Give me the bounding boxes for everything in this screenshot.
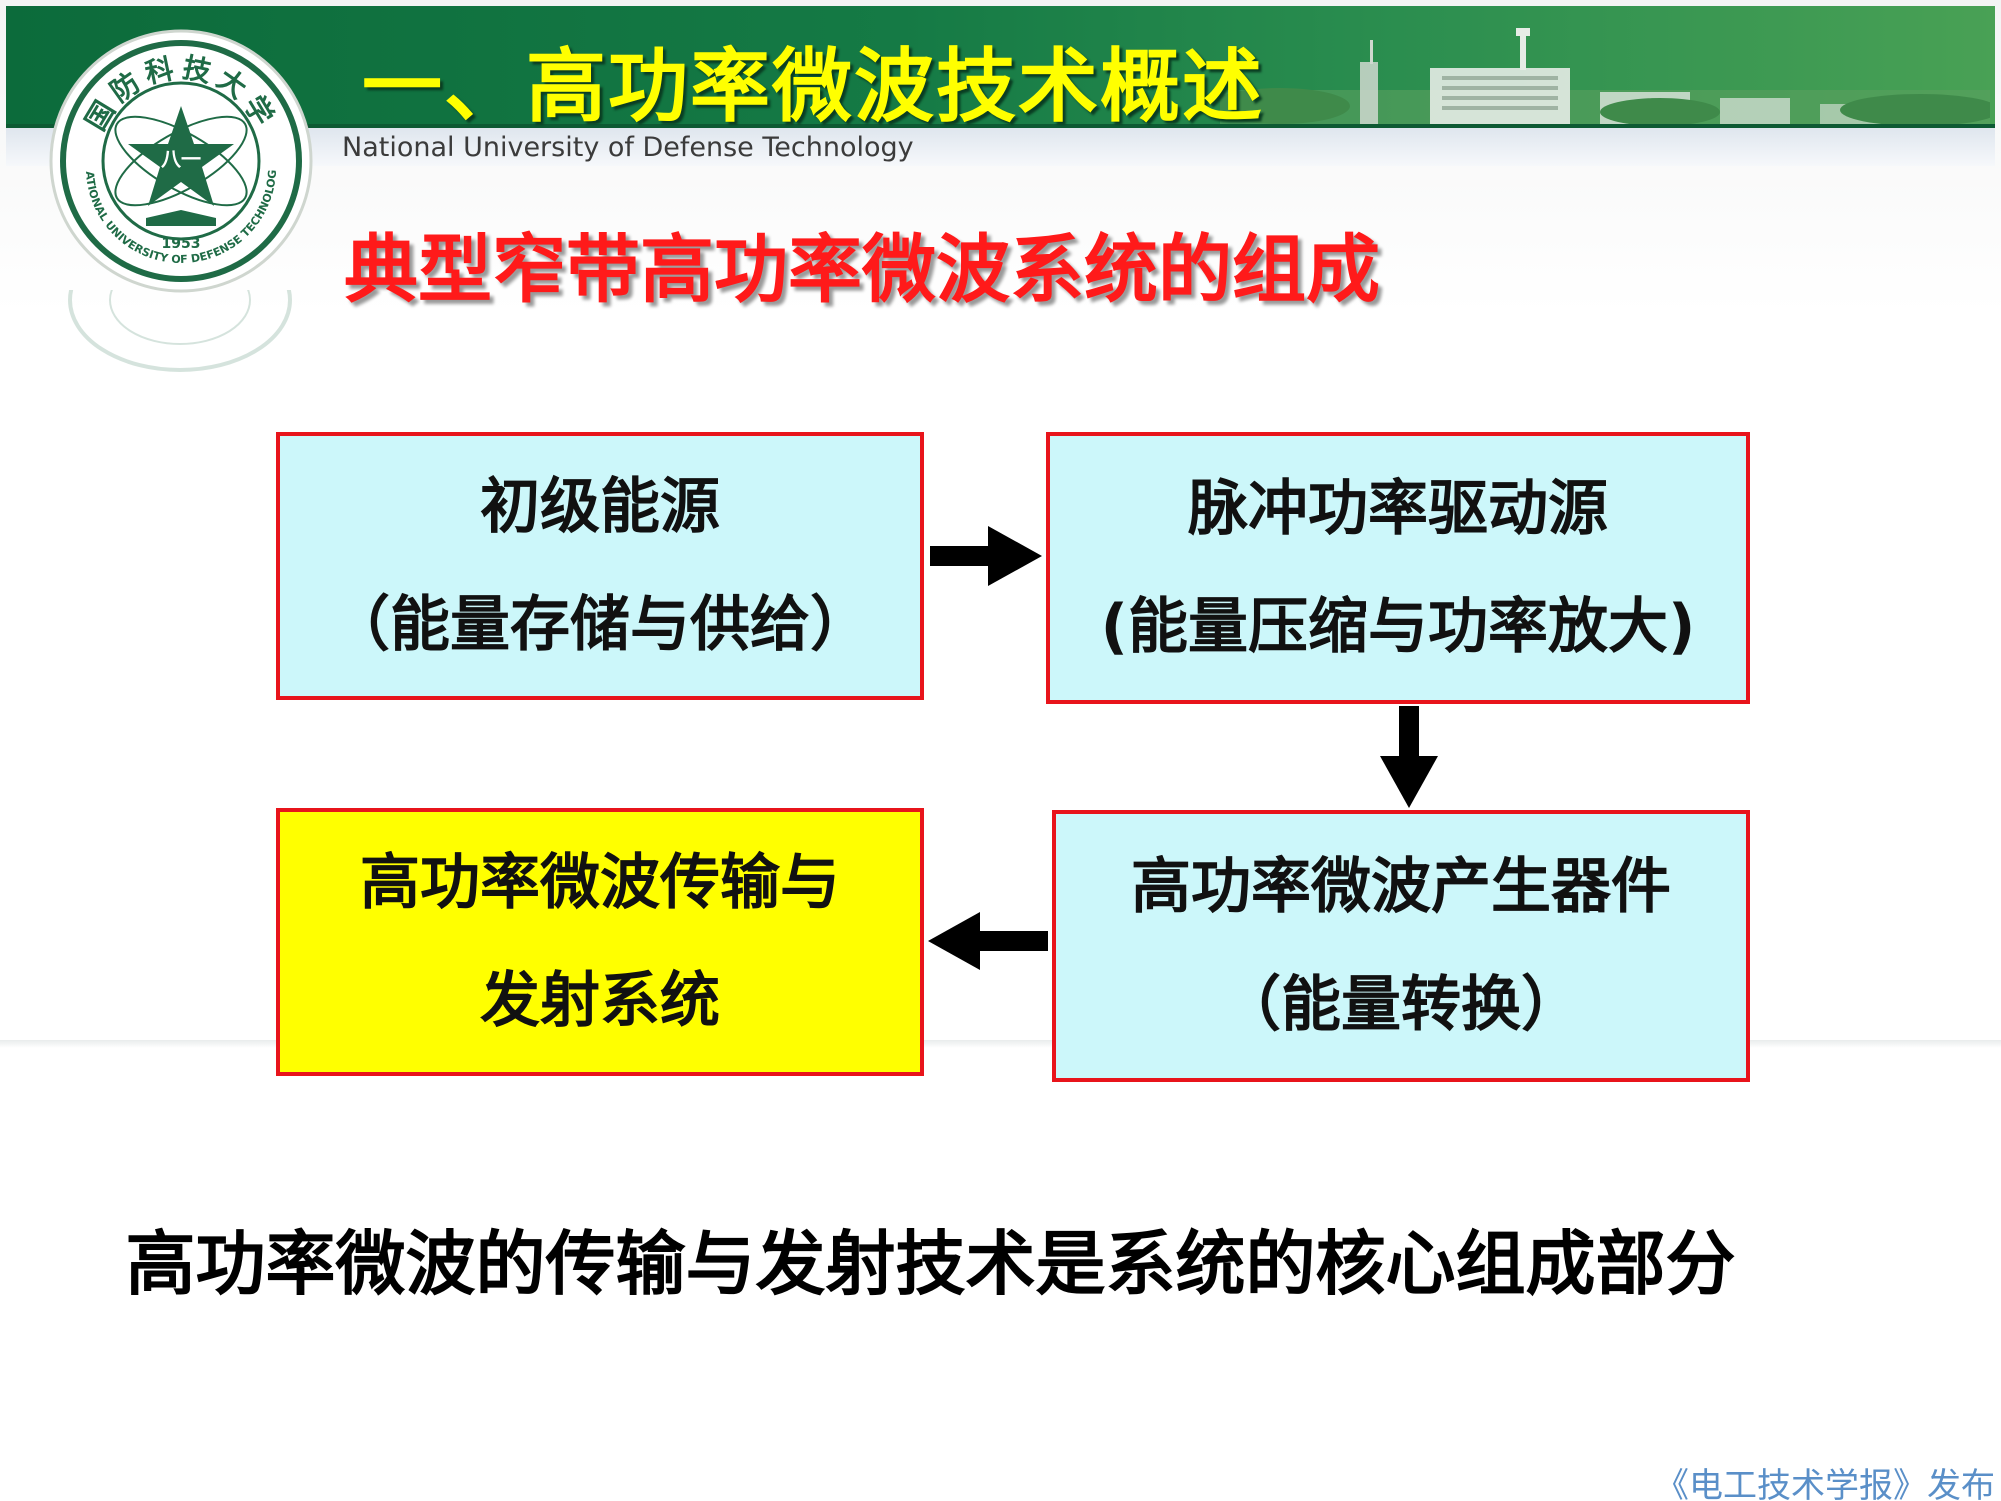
emblem-reflection — [68, 290, 292, 372]
header-subtitle: National University of Defense Technolog… — [342, 132, 914, 163]
transmission-desc: 发射系统 — [480, 966, 720, 1036]
campus-skyline-icon — [1220, 28, 1990, 124]
hpm-generator-box: 高功率微波产生器件 （能量转换） — [1052, 810, 1750, 1082]
pulse-driver-title: 脉冲功率驱动源 — [1188, 474, 1608, 544]
emblem-center-text: 八一 — [161, 147, 201, 171]
transmission-box: 高功率微波传输与 发射系统 — [276, 808, 924, 1076]
primary-energy-box: 初级能源 （能量存储与供给） — [276, 432, 924, 700]
header-title: 一、高功率微波技术概述 — [362, 40, 1264, 133]
primary-energy-title: 初级能源 — [480, 472, 720, 542]
primary-energy-desc: （能量存储与供给） — [330, 590, 870, 660]
publisher-credit: 《电工技术学报》发布 — [1655, 1466, 1995, 1501]
header-strip — [6, 128, 1995, 166]
hpm-generator-desc: （能量转换） — [1221, 970, 1581, 1040]
summary-statement: 高功率微波的传输与发射技术是系统的核心组成部分 — [125, 1223, 1736, 1305]
pulse-driver-box: 脉冲功率驱动源 (能量压缩与功率放大) — [1046, 432, 1750, 704]
emblem-year: 1953 — [162, 236, 201, 252]
pulse-driver-desc: (能量压缩与功率放大) — [1100, 592, 1696, 662]
hpm-generator-title: 高功率微波产生器件 — [1131, 852, 1671, 922]
slide-heading: 典型窄带高功率微波系统的组成 — [344, 227, 1380, 313]
university-emblem-icon: 八一 1953 国防科技大学 NATIONAL UNIVERSITY OF DE… — [46, 26, 313, 293]
transmission-title: 高功率微波传输与 — [360, 848, 840, 918]
backdrop-shadow — [0, 1040, 2001, 1048]
